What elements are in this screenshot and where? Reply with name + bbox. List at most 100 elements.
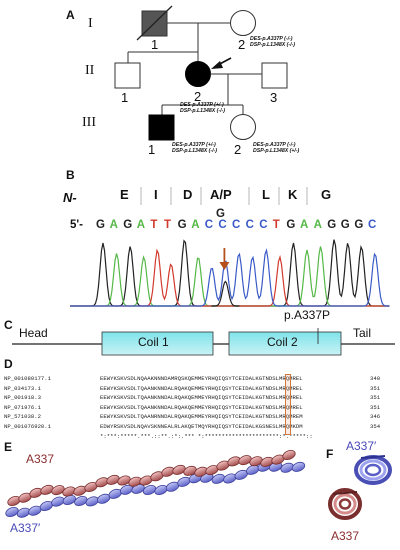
alignment-row-position: 351 [370,384,381,392]
individual-iii2-unaffected [230,114,256,140]
generation-label-ii: II [85,63,95,78]
genotype-iii2: DES-p.A337P (-/-)DSP-p.L1348X (+/-) [253,142,300,155]
helix-turn [172,464,186,475]
base-letter: G [354,219,364,231]
coil-1-domain [101,331,214,356]
helix-turn [74,496,88,506]
amino-acid-5: L [262,187,270,202]
helix-red-end-view [328,488,362,520]
mutation-label: p.A337P [284,308,331,322]
helix-turn [291,461,306,472]
alignment-row-sequence: EEWYKSKVSDLTQAANKNNDALRQAKQEMMEYRHQIQSYT… [100,403,303,411]
amino-acid-3: D [183,187,193,202]
helix-turn [154,485,168,495]
panel-b-label: B [66,168,75,182]
base-letter: C [259,219,268,231]
coil-2-label: Coil 2 [267,335,298,349]
n-terminus-label: N- [63,190,77,205]
helix-turn [106,474,120,485]
individual-number-ii3: 3 [270,90,278,105]
panel-d-label: D [4,357,13,371]
panel-f-label: F [326,447,334,461]
individual-number-iii2: 2 [234,142,242,157]
base-letter: C [218,219,227,231]
proband-arrow-icon [211,57,232,69]
base-letter: A [300,219,309,231]
base-letter: C [204,219,214,231]
base-letter: G [340,219,350,231]
alignment-row-position: 346 [370,413,381,421]
individual-iii1-affected [148,114,175,141]
desmin-domain-diagram [12,328,395,356]
individual-number-ii1: 1 [121,90,129,105]
base-letter: A [136,219,146,231]
end-on-helix-view [328,455,392,520]
helix-turn [223,473,237,484]
chromatogram-trace [70,239,390,307]
base-letter: G [177,219,187,231]
alignment-row-position: 354 [370,423,381,430]
trace-C [70,247,390,307]
helix-turn [40,484,54,495]
helix-turn [238,455,252,466]
base-letter: A [109,219,118,231]
structure-f-label-a337-prime: A337′ [346,439,377,453]
amino-acid-6: K [288,187,298,202]
base-letter: G [123,219,133,231]
amino-acid-7: G [321,187,332,202]
helix-turn [117,475,131,486]
helix-turn [211,473,225,484]
alignment-row-id: NP_034173.1 [4,384,41,392]
genotype-iii1: DES-p.A337P (+/-)DSP-p.L1348X (-/-) [172,142,217,155]
deceased-slash [136,5,173,41]
base-letter: T [164,219,172,231]
individual-i2-unaffected [230,10,256,36]
alignment-row-position: 351 [370,394,381,402]
helix-turn [282,450,296,460]
alignment-row-sequence: EEWYKSKVSDLTQAANRNNDALRQAKQEMMEYRHQIQSYT… [100,413,303,421]
alignment-row-sequence: EDWYRSKVSDLNQAVSKNNEALRLAKQETMQYRHQIQSYT… [100,423,303,430]
individual-number-i2: 2 [238,37,246,52]
structure-e-label-a337: A337 [26,452,55,466]
helix-turn [142,485,157,495]
helix-turn [51,485,65,496]
base-letter: A [313,219,322,231]
base-letter: T [150,219,158,231]
individual-number-iii1: 1 [148,142,156,157]
base-letter: G [96,219,105,231]
coiled-coil-dimer-structure [5,450,306,518]
head-label: Head [19,326,48,340]
amino-acid-1: E [120,187,129,202]
panel-e-label: E [4,440,13,454]
alignment-consensus: *:***:*****.***.::**.:*:.*** *:*********… [100,432,313,440]
helix-turn [249,456,263,467]
base-letter: T [272,219,280,231]
variant-arrow-icon [219,248,230,270]
alignment-row-id: NP_071976.1 [4,403,41,411]
alignment-row-sequence: EEWYKSKVSDLNQAAKNNNDAMRQSKQEMMEYRHQIQSYT… [100,375,303,382]
panel-a-label: A [66,8,75,22]
alignment-row-id: NP_001076920.1 [4,423,51,430]
alignment-row-sequence: EEWYKSKVSDLTQAANKNNDALRQAKQEMMEYRHQIQSYT… [100,394,303,402]
base-letter: G [327,219,337,231]
panel-c-label: C [4,318,13,332]
structure-e-label-a337-prime: A337′ [10,521,41,535]
alignment-row-id: NP_001918.3 [4,394,41,402]
alignment-row-id: NP_571038.2 [4,413,41,421]
individual-number-i1: 1 [151,37,159,52]
amino-acid-4-variant: A/P [210,187,232,202]
mutation-highlight-box [285,374,291,435]
individual-ii2-proband-affected [185,61,211,87]
alignment-row-id: NP_001080177.1 [4,375,51,382]
trace-variant-peak [211,280,240,307]
helix-blue-end-view [354,455,392,485]
base-letter: C [368,219,377,231]
genotype-ii2: DES-p.A337P (+/-)DSP-p.L1348X (-/-) [180,102,225,115]
individual-ii3-unaffected [261,62,288,89]
five-prime-label: 5'- [70,219,83,231]
variant-base-label: G [216,208,225,220]
alignment-row-position: 351 [370,403,381,411]
pedigree-chart [114,5,288,141]
codon-separators [140,187,308,205]
